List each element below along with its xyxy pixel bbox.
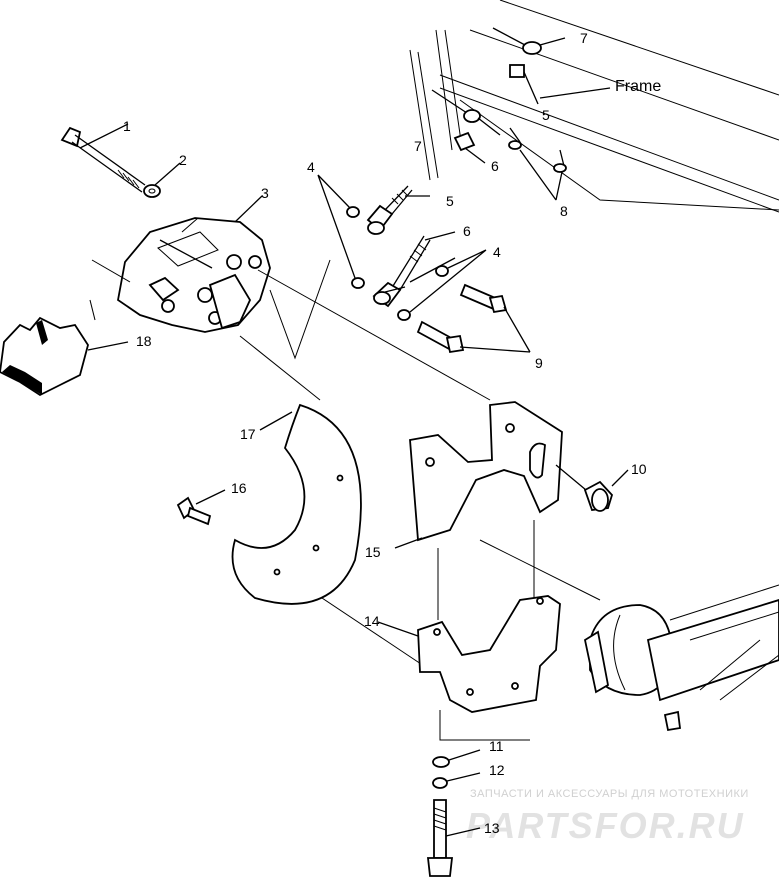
callout-6-link: 6 bbox=[463, 223, 471, 239]
frame-assembly bbox=[409, 0, 779, 213]
callout-11: 11 bbox=[489, 738, 504, 754]
callout-15: 15 bbox=[365, 544, 381, 560]
callout-9: 9 bbox=[535, 355, 543, 371]
callout-4-left: 4 bbox=[307, 159, 315, 175]
watermark: ЗАПЧАСТИ И АКСЕССУАРЫ ДЛЯ МОТОТЕХНИКИ PA… bbox=[466, 788, 749, 846]
callout-7-mid: 7 bbox=[414, 138, 422, 154]
callout-14: 14 bbox=[364, 613, 380, 629]
part-2-washer bbox=[143, 162, 181, 198]
callout-leaders bbox=[384, 37, 611, 293]
callout-5-link: 5 bbox=[446, 193, 454, 209]
part-3-caliper bbox=[117, 195, 271, 333]
callout-8: 8 bbox=[560, 203, 568, 219]
callout-13: 13 bbox=[484, 820, 500, 836]
callout-16: 16 bbox=[231, 480, 247, 496]
callout-4-right: 4 bbox=[493, 244, 501, 260]
part-15-bracket bbox=[394, 401, 563, 549]
part-14-bracket bbox=[377, 595, 561, 713]
parts-4-5-6-linkages bbox=[317, 174, 456, 308]
part-17-shield bbox=[231, 403, 362, 605]
callout-1: 1 bbox=[123, 118, 131, 134]
callout-2: 2 bbox=[179, 152, 187, 168]
assembly-guide-lines bbox=[89, 217, 601, 741]
watermark-tagline: ЗАПЧАСТИ И АКСЕССУАРЫ ДЛЯ МОТОТЕХНИКИ bbox=[470, 788, 749, 800]
callout-5-top: 5 bbox=[542, 107, 550, 123]
callout-10: 10 bbox=[631, 461, 647, 477]
frame-label: Frame bbox=[615, 78, 661, 95]
callout-6-top: 6 bbox=[491, 158, 499, 174]
callout-numbers: 1 2 3 4 4 5 5 6 6 7 7 8 9 10 11 12 13 14… bbox=[123, 30, 661, 836]
axle-housing bbox=[583, 584, 779, 732]
callout-18: 18 bbox=[136, 333, 152, 349]
callout-7-top: 7 bbox=[580, 30, 588, 46]
callout-3: 3 bbox=[261, 185, 269, 201]
part-10-bushing bbox=[555, 464, 629, 512]
parts-11-12-13-hardware bbox=[426, 749, 481, 877]
parts-4-9-bolts bbox=[397, 249, 531, 354]
callout-17: 17 bbox=[240, 426, 256, 442]
callout-12: 12 bbox=[489, 762, 505, 778]
part-16-bolt bbox=[176, 489, 226, 526]
watermark-brand: PARTSFOR.RU bbox=[466, 805, 745, 846]
part-1-bolt bbox=[60, 123, 146, 193]
part-18-brake-pad bbox=[0, 316, 129, 397]
